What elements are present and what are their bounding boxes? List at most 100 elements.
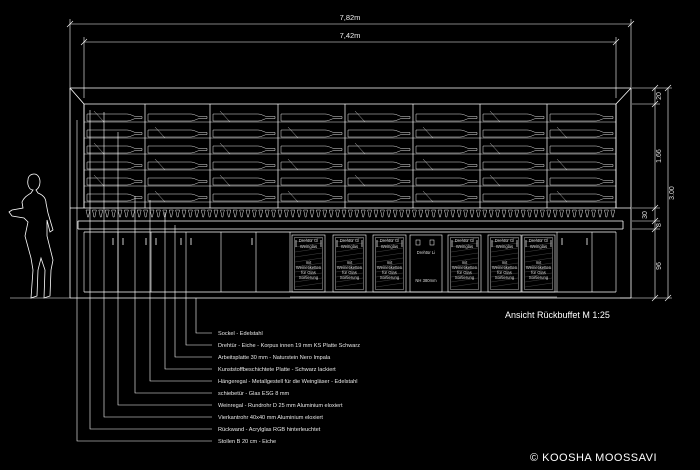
wine-bottle bbox=[147, 145, 208, 154]
wine-glass bbox=[386, 209, 392, 218]
wine-glass bbox=[540, 209, 545, 218]
wine-bottle bbox=[415, 193, 478, 202]
wine-glass bbox=[296, 209, 302, 218]
wine-glass bbox=[194, 209, 200, 218]
wine-glass bbox=[501, 209, 507, 218]
wine-bottle bbox=[212, 177, 276, 186]
glass-door-label: Weinglas bbox=[456, 244, 473, 249]
glass-door-label: Weinetiketten bbox=[377, 265, 403, 270]
dim-96-label: 96 bbox=[656, 262, 663, 270]
wine-bottle bbox=[415, 177, 478, 186]
wine-bottle bbox=[549, 113, 614, 122]
wine-glass bbox=[418, 209, 424, 218]
legend-item: Kunststoffbeschichtete Platte - Schwarz … bbox=[218, 367, 336, 373]
wine-bottle bbox=[212, 193, 276, 202]
glass-door-label: Sortierung bbox=[495, 275, 515, 280]
wine-bottle bbox=[415, 129, 478, 138]
center-door-label-top: Drehtür Li bbox=[417, 250, 435, 255]
wine-bottle bbox=[212, 161, 276, 170]
glass-door-label: Weinglas bbox=[341, 244, 358, 249]
glass-door-label: Weinglas bbox=[300, 244, 317, 249]
glass-door-label: Sortierung bbox=[299, 275, 319, 280]
wine-glass bbox=[220, 209, 225, 218]
wine-glass bbox=[514, 209, 520, 218]
wine-glass bbox=[348, 209, 353, 218]
glass-door-label: Weinetiketten bbox=[452, 265, 478, 270]
wine-glass bbox=[143, 209, 148, 218]
glass-door-label: Weinglas bbox=[381, 244, 398, 249]
door-handles bbox=[112, 238, 588, 245]
wine-bottle bbox=[347, 161, 411, 170]
glass-door-label: mit bbox=[502, 260, 508, 265]
wine-glass bbox=[252, 209, 257, 218]
legend-item: Sockel - Edelstahl bbox=[218, 331, 263, 337]
wine-glass bbox=[552, 209, 558, 218]
wine-glass bbox=[149, 209, 155, 218]
wine-bottle bbox=[212, 129, 276, 138]
glass-hanging-rail bbox=[85, 209, 616, 218]
wine-bottle bbox=[347, 145, 411, 154]
dim-300-label: 3.00 bbox=[669, 186, 676, 200]
wine-bottle bbox=[147, 161, 208, 170]
center-door: Drehtür Li NH 380mm bbox=[409, 234, 443, 293]
wine-glass bbox=[200, 209, 206, 218]
wine-glass bbox=[335, 209, 340, 218]
wine-glass bbox=[578, 209, 584, 218]
center-door-label-bottom: NH 380mm bbox=[415, 278, 437, 283]
right-dimensions bbox=[620, 84, 672, 302]
wine-bottle bbox=[86, 129, 143, 138]
wine-glass bbox=[258, 209, 264, 218]
glass-door-label: Drehtür Gl bbox=[495, 238, 514, 243]
glass-door-label: Weinglas bbox=[530, 244, 547, 249]
wine-bottle bbox=[147, 177, 208, 186]
wine-glass bbox=[469, 209, 475, 218]
legend-item: Vierkantrohr 40x40 mm Aluminium eloxiert bbox=[218, 415, 323, 421]
wine-glass bbox=[508, 209, 513, 218]
legend-item: Drehtür - Eiche - Korpus innen 19 mm KS … bbox=[218, 343, 360, 349]
wine-bottle bbox=[549, 129, 614, 138]
glass-door-label: mit bbox=[462, 260, 468, 265]
wine-bottle bbox=[347, 193, 411, 202]
wine-glass bbox=[610, 209, 616, 218]
drawing-title: Ansicht Rückbuffet M 1:25 bbox=[505, 310, 610, 320]
wine-glass bbox=[284, 209, 289, 218]
legend-item: schiebetür - Glas ESG 8 mm bbox=[218, 391, 290, 397]
wine-glass bbox=[367, 209, 372, 218]
legend-items: Sockel - Edelstahl Drehtür - Eiche - Kor… bbox=[218, 331, 360, 445]
dim-166-label: 1.66 bbox=[656, 149, 663, 163]
wine-glass bbox=[424, 209, 430, 218]
wine-bottle bbox=[86, 193, 143, 202]
wine-bottle bbox=[86, 145, 143, 154]
wine-glass bbox=[303, 209, 308, 218]
wine-glass bbox=[565, 209, 571, 218]
author-credit: © KOOSHA MOOSSAVI bbox=[530, 452, 657, 464]
wine-glass bbox=[277, 209, 283, 218]
glass-door-label: mit bbox=[347, 260, 353, 265]
wine-glass bbox=[360, 209, 366, 218]
wine-bottle bbox=[212, 145, 276, 154]
wine-glass bbox=[207, 209, 212, 218]
glass-door-label: mit bbox=[306, 260, 312, 265]
wine-bottle bbox=[147, 129, 208, 138]
glass-door-label: Drehtür Gl bbox=[455, 238, 474, 243]
glass-door-label: Weinetiketten bbox=[296, 265, 322, 270]
glass-door-label: Sortierung bbox=[455, 275, 475, 280]
wine-glass bbox=[450, 209, 456, 218]
wine-glass bbox=[168, 209, 174, 218]
wine-glass bbox=[316, 209, 321, 218]
wine-bottle bbox=[415, 113, 478, 122]
legend-item: Hängeregal - Metallgestell für die Weing… bbox=[218, 379, 358, 385]
wine-glass bbox=[520, 209, 526, 218]
wine-glass bbox=[431, 209, 436, 218]
wine-bottle bbox=[482, 161, 545, 170]
wine-glass bbox=[482, 209, 488, 218]
wine-bottle bbox=[280, 177, 343, 186]
legend-item: Arbeitsplatte 30 mm - Naturstein Nero Im… bbox=[218, 355, 331, 361]
wine-glass bbox=[290, 209, 296, 218]
wine-bottle bbox=[482, 193, 545, 202]
glass-door-label: Drehtür Gl bbox=[340, 238, 359, 243]
